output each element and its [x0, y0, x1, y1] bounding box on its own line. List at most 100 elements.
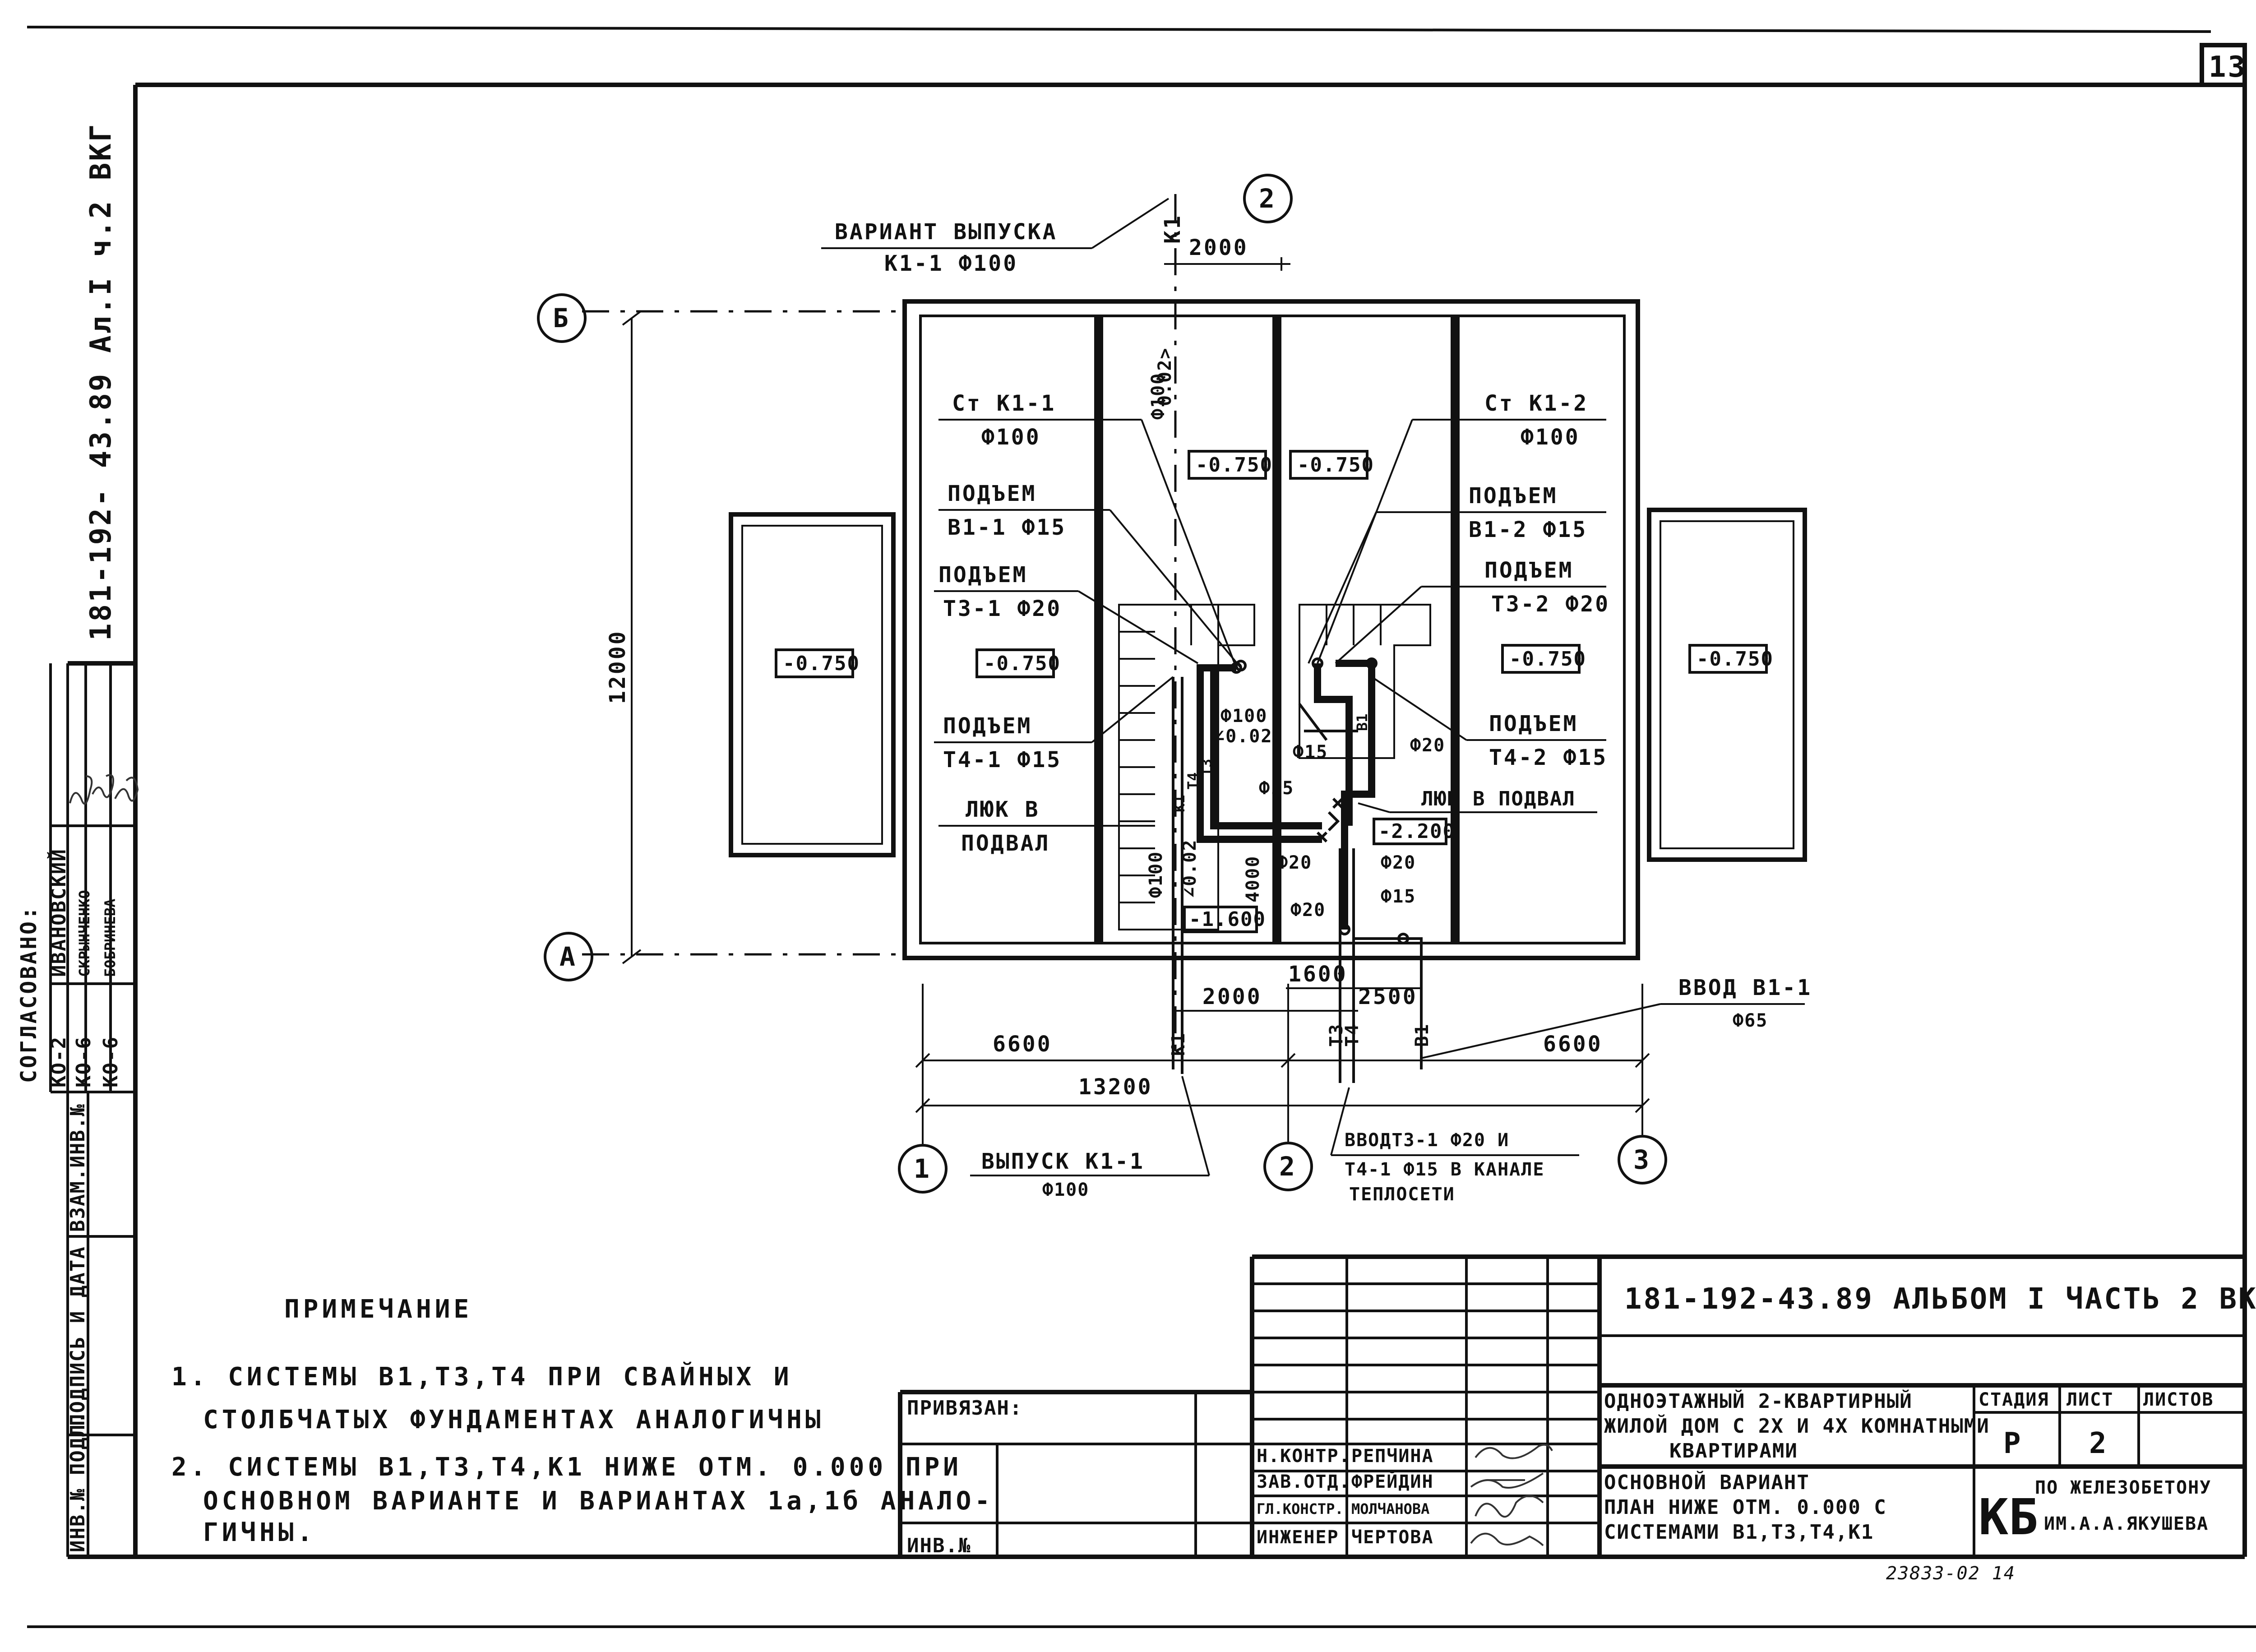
signature-2 [92, 774, 114, 798]
level-0750-f: -0.750 [1697, 648, 1774, 671]
sheet-title-3: СИСТЕМАМИ В1,Т3,Т4,К1 [1604, 1521, 1874, 1544]
sheets-header: ЛИСТОВ [2143, 1389, 2214, 1410]
d100-low: Ф100 [1146, 851, 1166, 898]
agreed-code-2: КО-6 [72, 1036, 95, 1087]
agreed-code-3: КО-6 [99, 1036, 122, 1087]
inlet-t31-2: Т4-1 Ф15 В КАНАЛЕ [1345, 1159, 1544, 1180]
note-2-line-3: ГИЧНЫ. [203, 1518, 316, 1547]
rise-b12-1: ПОДЪЕМ [1469, 483, 1558, 509]
level-0750-e: -0.750 [1509, 648, 1586, 671]
d100-top: Ф100 [1148, 373, 1169, 420]
label-k1-out: К1 [1168, 1032, 1189, 1056]
dim-13200: 13200 [1078, 1074, 1153, 1100]
dim-4000: 4000 [1243, 856, 1263, 902]
sheet-number: 13 [2209, 51, 2247, 84]
name-2: ФРЕЙДИН [1351, 1471, 1434, 1492]
role-1: Н.КОНТР. [1257, 1446, 1351, 1467]
rise-t41-2: Т4-1 Ф15 [943, 747, 1062, 773]
axis-a: А [559, 941, 578, 972]
label-b1-out: В1 [1412, 1023, 1433, 1047]
level-1600: -1.600 [1189, 908, 1266, 931]
k1-top: К1 [1160, 214, 1185, 244]
label-t4: Т4 [1184, 772, 1202, 790]
level-2200: -2.200 [1378, 820, 1456, 843]
rise-t31-1: ПОДЪЕМ [938, 562, 1027, 588]
signature-3 [114, 777, 139, 802]
d15-c: Ф15 [1381, 886, 1416, 907]
sheet-header: ЛИСТ [2066, 1389, 2113, 1410]
level-0750-d: -0.750 [1297, 453, 1374, 477]
d20-c: Ф20 [1381, 852, 1416, 873]
role-3: ГЛ.КОНСТР. [1257, 1500, 1344, 1518]
axis-b: Б [553, 303, 571, 333]
rise-t32-1: ПОДЪЕМ [1484, 558, 1573, 583]
dim-2000-top: 2000 [1189, 235, 1248, 260]
left-strip: ВЗАМ.ИНВ.№ ПОДПИСЬ И ДАТА ИНВ.№ ПОДЛ. [66, 1092, 135, 1557]
label-t4-out: Т4 [1342, 1023, 1363, 1047]
agreed-name-1: ИВАНОВСКИЙ [46, 848, 70, 977]
label-t3: Т3 [1198, 759, 1215, 776]
st-k11-1: Ст К1-1 [952, 391, 1056, 416]
d20-d: Ф20 [1290, 900, 1326, 921]
rise-t32-2: Т3-2 Ф20 [1491, 592, 1610, 617]
outer-frame [68, 45, 2247, 1559]
dim-2000-bottom: 2000 [1202, 984, 1262, 1009]
agreed-name-3: БОБРИНЕВА [102, 899, 119, 977]
rise-t41-1: ПОДЪЕМ [943, 713, 1032, 739]
sheet-title-2: ПЛАН НИЖЕ ОТМ. 0.000 С [1604, 1496, 1887, 1519]
outlet-k11-2: Ф100 [1042, 1180, 1089, 1200]
piping [1172, 657, 1423, 1083]
axis-2: 2 [1279, 1151, 1298, 1182]
notes: ПРИМЕЧАНИЕ 1. СИСТЕМЫ В1,Т3,Т4 ПРИ СВАЙН… [171, 1295, 990, 1547]
axis-2-top: 2 [1259, 183, 1277, 214]
dim-12000: 12000 [605, 630, 630, 704]
label-k1: К1 [1171, 795, 1188, 812]
label-b1: В1 [1354, 713, 1371, 731]
rise-t42-2: Т4-2 Ф15 [1489, 745, 1608, 770]
hatch-2: ПОДВАЛ [961, 831, 1050, 856]
dim-6600-right: 6600 [1543, 1032, 1603, 1057]
label-t3-out: Т3 [1326, 1023, 1347, 1047]
slope-low: ∠0.02 [1179, 839, 1200, 898]
inv-orig-label: ИНВ.№ ПОДЛ. [66, 1411, 89, 1552]
role-4: ИНЖЕНЕР [1257, 1527, 1339, 1548]
privyazan-label: ПРИВЯЗАН: [907, 1397, 1022, 1420]
vertical-doc-code: 181-192- 43.89 Ал.I ч.2 ВКГ [84, 123, 118, 641]
st-k12-2: Ф100 [1521, 425, 1580, 450]
project-line-3: КВАРТИРАМИ [1669, 1439, 1798, 1462]
slope-top: 0.02> [1155, 347, 1175, 406]
agreed-block: СОГЛАСОВАНО: КО-2 ИВАНОВСКИЙ КО-6 СКРЫНЧ… [16, 661, 139, 1093]
level-0750-b: -0.750 [984, 652, 1061, 675]
d20-a: Ф20 [1410, 735, 1445, 756]
archive-number: 23833-02 14 [1886, 1563, 2016, 1584]
stage-value: Р [2003, 1427, 2023, 1460]
signature-repchina [1475, 1444, 1553, 1459]
note-2-line-1: 2. СИСТЕМЫ В1,Т3,Т4,К1 НИЖЕ ОТМ. 0.000 П… [171, 1453, 962, 1482]
project-line-1: ОДНОЭТАЖНЫЙ 2-КВАРТИРНЫЙ [1604, 1389, 1913, 1413]
outlet-k11-1: ВЫПУСК К1-1 [981, 1149, 1145, 1174]
axis-3: 3 [1633, 1144, 1652, 1175]
sheet-title-1: ОСНОВНОЙ ВАРИАНТ [1604, 1470, 1810, 1494]
rise-b11-2: В1-1 Ф15 [948, 515, 1066, 540]
project-line-2: ЖИЛОЙ ДОМ С 2Х И 4Х КОМНАТНЫМИ [1604, 1414, 1990, 1438]
note-1-line-2: СТОЛБЧАТЫХ ФУНДАМЕНТАХ АНАЛОГИЧНЫ [203, 1405, 824, 1435]
agreed-code-1: КО-2 [47, 1036, 70, 1087]
signature-1 [69, 775, 93, 805]
dim-1600: 1600 [1288, 962, 1348, 987]
stage-header: СТАДИЯ [1979, 1389, 2049, 1410]
slope-mid: ∠0.02 [1214, 726, 1272, 747]
signature-chertova [1470, 1532, 1544, 1546]
org-line-1: ПО ЖЕЛЕЗОБЕТОНУ [2035, 1477, 2211, 1498]
sign-date-label: ПОДПИСЬ И ДАТА [66, 1246, 89, 1426]
st-k12-1: Ст К1-2 [1484, 391, 1588, 416]
sheet-number-box [2200, 43, 2247, 87]
note-1-line-1: 1. СИСТЕМЫ В1,Т3,Т4 ПРИ СВАЙНЫХ И [171, 1362, 793, 1392]
signature-molchanova [1475, 1495, 1544, 1518]
dim-6600-left: 6600 [993, 1032, 1052, 1057]
title-block: ПРИВЯЗАН: ИНВ.№ Н.КОНТР. РЕПЧИНА ЗАВ.ОТД… [898, 1254, 2256, 1584]
variant-outlet-2: К1-1 Ф100 [884, 251, 1018, 276]
inlet-b11-1: ВВОД В1-1 [1678, 975, 1812, 1000]
level-0750-c: -0.750 [1196, 453, 1273, 477]
hatch-right: ЛЮК В ПОДВАЛ [1421, 787, 1576, 810]
